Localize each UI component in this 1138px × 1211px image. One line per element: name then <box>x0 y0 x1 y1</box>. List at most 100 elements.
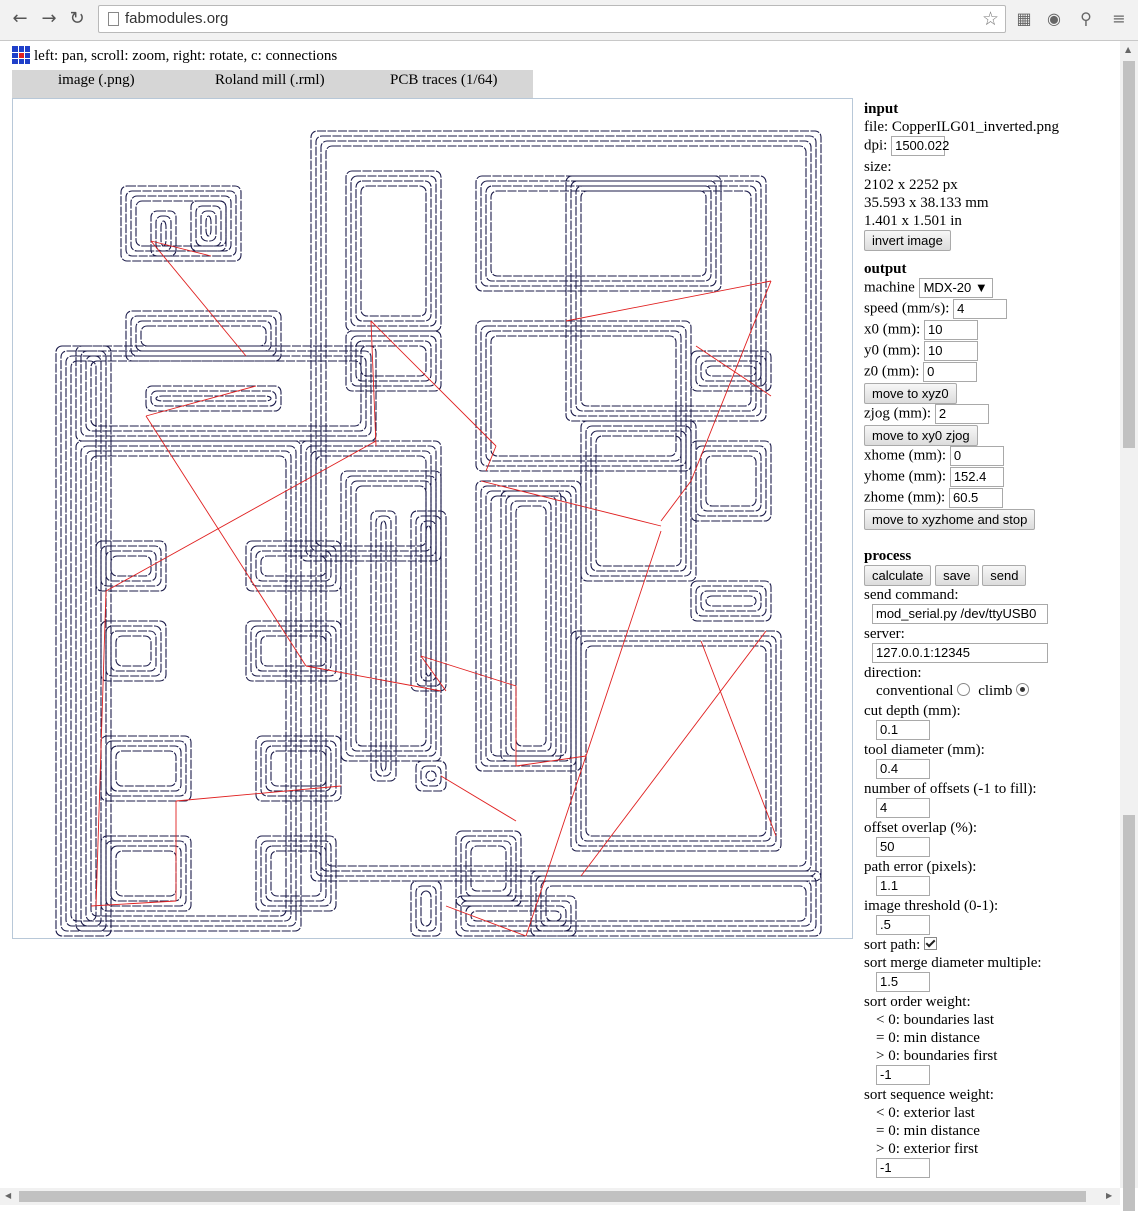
hint-text: left: pan, scroll: zoom, right: rotate, … <box>34 48 338 64</box>
z0-input[interactable]: 0 <box>923 362 978 382</box>
toolpath-outline <box>125 190 237 257</box>
path-error-input[interactable]: 1.1 <box>876 876 930 896</box>
overlap-input[interactable]: 50 <box>876 837 930 857</box>
toolpath-outline <box>255 630 332 672</box>
threshold-input[interactable]: .5 <box>876 915 930 935</box>
yhome-input[interactable]: 152.4 <box>949 467 1004 487</box>
dpi-input[interactable]: 1500.022 <box>891 136 949 156</box>
tab-image[interactable]: image (.png) <box>58 72 135 88</box>
speed-input[interactable]: 4 <box>953 299 1008 319</box>
server-label: server: <box>864 626 905 642</box>
toolpath-outline <box>125 310 282 362</box>
vertical-scrollbar[interactable]: ▲ <box>1120 41 1138 1211</box>
toolpath-outline <box>595 435 682 567</box>
url-text: fabmodules.org <box>125 10 229 27</box>
scroll-right-icon[interactable]: ▶ <box>1106 1191 1113 1200</box>
scroll-up-icon[interactable]: ▲ <box>1125 45 1132 54</box>
tab-pcb-traces[interactable]: PCB traces (1/64) <box>390 72 498 88</box>
xhome-input[interactable]: 0 <box>949 446 1004 466</box>
order-weight-input[interactable]: -1 <box>876 1065 930 1085</box>
vertical-scroll-thumb[interactable] <box>1123 61 1135 448</box>
toolpath-outline <box>590 430 687 572</box>
horizontal-scroll-thumb[interactable] <box>19 1191 1086 1202</box>
toolpath-outline <box>265 745 332 792</box>
send-button[interactable]: send <box>982 565 1027 586</box>
overlap-label: offset overlap (%): <box>864 820 978 836</box>
toolpath-canvas[interactable] <box>12 98 853 939</box>
toolpath-outline <box>475 480 582 772</box>
menu-icon[interactable]: ≡ <box>1112 9 1126 28</box>
toolpath-outline <box>585 425 692 577</box>
connection-line <box>485 445 497 472</box>
toolpath-outline <box>250 625 337 677</box>
scroll-left-icon[interactable]: ◀ <box>5 1191 12 1200</box>
server-input[interactable]: 127.0.0.1:12345 <box>872 643 1048 663</box>
x0-input[interactable]: 10 <box>924 320 978 340</box>
toolpath-outline <box>75 345 377 442</box>
size-in: 1.401 x 1.501 in <box>864 213 962 229</box>
toolpath-outline <box>325 145 807 867</box>
move-home-button[interactable]: move to xyzhome and stop <box>864 509 1036 530</box>
toolpath-svg <box>55 130 822 937</box>
tool-diameter-input[interactable]: 0.4 <box>876 759 930 779</box>
conventional-radio[interactable] <box>957 683 971 696</box>
horizontal-scrollbar[interactable]: ◀ ▶ <box>0 1188 1120 1205</box>
toolpath-outline <box>485 330 682 462</box>
toolpath-outline <box>475 175 722 292</box>
mode-tabs: image (.png) Roland mill (.rml) PCB trac… <box>12 70 533 98</box>
save-button[interactable]: save <box>935 565 979 586</box>
tab-roland-mill[interactable]: Roland mill (.rml) <box>215 72 325 88</box>
connection-moves <box>90 240 777 937</box>
calculate-button[interactable]: calculate <box>864 565 932 586</box>
toolpath-outline <box>570 630 782 852</box>
toolpath-outline <box>75 440 302 932</box>
bookmark-star-icon[interactable]: ☆ <box>981 8 999 30</box>
invert-image-button[interactable]: invert image <box>864 230 951 251</box>
toolpath-outline <box>245 620 342 682</box>
toolpath-outline <box>110 555 152 577</box>
toolpath-outline <box>515 505 547 747</box>
toolpath-outline <box>350 335 437 387</box>
toolpath-outline <box>360 185 427 317</box>
machine-select[interactable]: MDX-20 ▼ <box>918 278 993 298</box>
connection-line <box>695 345 772 397</box>
toolpath-outline <box>140 325 267 347</box>
toolpath-outline <box>150 210 177 257</box>
address-bar[interactable]: fabmodules.org ☆ <box>98 5 1006 33</box>
sort-path-checkbox[interactable] <box>924 937 938 950</box>
connection-line <box>420 655 517 687</box>
toolpath-outline <box>705 595 757 607</box>
back-arrow-icon[interactable]: ← <box>12 8 28 29</box>
send-command-input[interactable]: mod_serial.py /dev/ttyUSB0 <box>872 604 1048 624</box>
vertical-scroll-thumb-lower[interactable] <box>1123 815 1135 1211</box>
zhome-input[interactable]: 60.5 <box>948 488 1003 508</box>
seq-weight-input[interactable]: -1 <box>876 1158 930 1178</box>
reload-icon[interactable]: ↻ <box>69 8 85 29</box>
offsets-input[interactable]: 4 <box>876 798 930 818</box>
cut-depth-input[interactable]: 0.1 <box>876 720 930 740</box>
move-xyz0-button[interactable]: move to xyz0 <box>864 383 957 404</box>
toolpath-outline <box>705 455 757 507</box>
toolpath-outline <box>110 630 157 672</box>
toolpath-outline <box>260 740 337 797</box>
page-icon <box>108 12 119 26</box>
extension-circle-icon[interactable]: ◉ <box>1047 9 1061 28</box>
zhome-label: zhome (mm): <box>864 489 946 506</box>
forward-arrow-icon[interactable]: → <box>41 8 57 29</box>
dpi-label: dpi: <box>864 137 888 154</box>
size-label: size: <box>864 159 892 175</box>
y0-input[interactable]: 10 <box>924 341 978 361</box>
output-heading: output <box>864 261 907 277</box>
climb-radio[interactable] <box>1016 683 1030 696</box>
toolpath-outline <box>485 185 712 282</box>
toolpath-outline <box>65 355 102 927</box>
merge-input[interactable]: 1.5 <box>876 972 930 992</box>
extension-search-icon[interactable]: ⚲ <box>1080 9 1092 28</box>
extension-stack-icon[interactable]: ▦ <box>1016 9 1032 28</box>
toolpath-outline <box>355 340 432 382</box>
move-xy0-zjog-button[interactable]: move to xy0 zjog <box>864 425 978 446</box>
connection-line <box>145 415 307 667</box>
zjog-input[interactable]: 2 <box>934 404 989 424</box>
connection-line <box>305 665 442 692</box>
seq-gt-text: > 0: exterior first <box>876 1141 979 1157</box>
